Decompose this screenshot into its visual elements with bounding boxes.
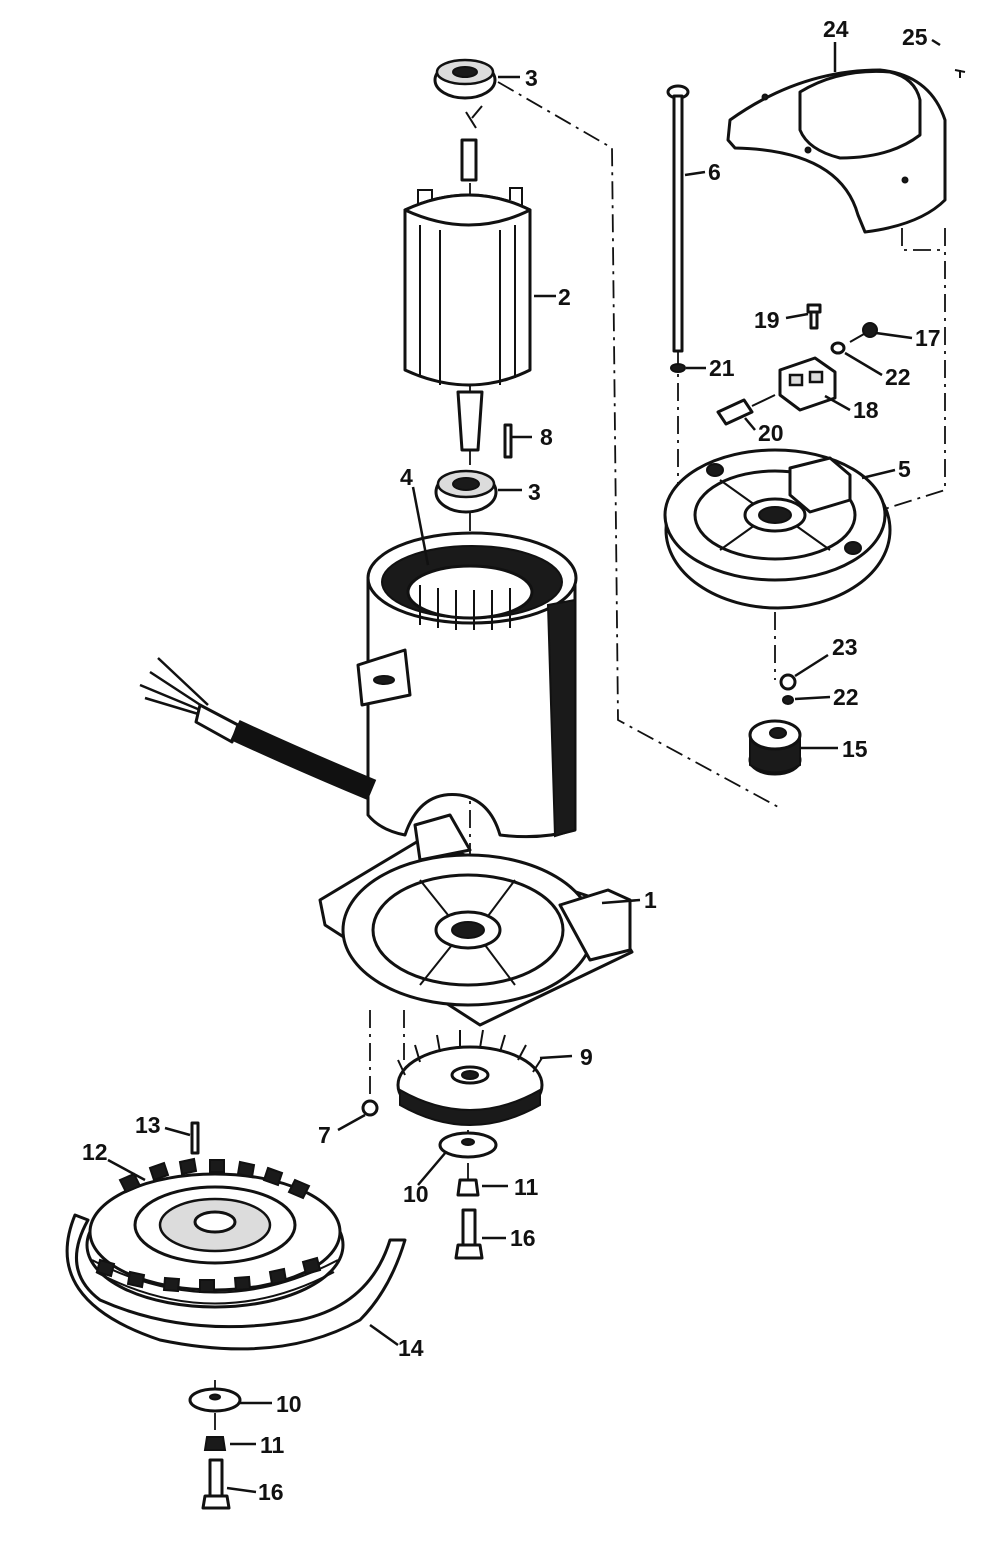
callout-15: 15 [842,736,868,762]
callout-20: 20 [758,420,784,446]
callout-18: 18 [853,397,879,423]
callout-2: 2 [558,284,571,310]
callout-7: 7 [318,1122,331,1148]
callout-1: 1 [644,887,657,913]
shroud [65,1213,407,1351]
callout-23: 23 [832,634,858,660]
callout-22-lower: 22 [833,684,859,710]
callout-24: 24 [823,16,849,42]
screw-19 [806,303,822,330]
nut-23 [779,673,797,705]
field-ring [85,1157,345,1309]
callout-10-upper: 10 [403,1181,429,1207]
fastener-stack-lower [188,1387,242,1510]
screw-17 [830,322,878,355]
nut-7 [361,1099,379,1117]
brush-holder [778,356,837,412]
key-13 [190,1121,200,1155]
end-bell-base [318,813,634,1027]
callout-14: 14 [398,1335,424,1361]
leader-lines [107,38,941,1494]
callout-10-lower: 10 [276,1391,302,1417]
lead-wires [139,657,377,801]
callout-3-lower: 3 [528,479,541,505]
rotor [403,105,532,459]
bearing-upper [433,58,497,100]
through-bolt [666,84,690,373]
callout-8: 8 [540,424,553,450]
end-bell-brush [663,448,892,610]
commutator [748,719,802,776]
callout-13: 13 [135,1112,161,1138]
callout-22-upper: 22 [885,364,911,390]
callout-12: 12 [82,1139,108,1165]
callout-3-upper: 3 [525,65,538,91]
callout-11-lower: 11 [260,1432,285,1458]
fan [396,1029,544,1126]
callout-19: 19 [754,307,780,333]
brush [716,394,776,426]
callout-21: 21 [709,355,735,381]
callout-17: 17 [915,325,941,351]
callout-4: 4 [400,464,413,490]
bearing-lower [434,469,498,514]
callout-9: 9 [580,1044,593,1070]
screw-25 [954,69,966,78]
stator-housing [356,531,578,839]
callouts: 1 2 3 3 4 5 6 7 8 9 10 10 11 11 12 13 14… [82,16,941,1505]
fastener-stack-upper [438,1131,498,1260]
callout-16-upper: 16 [510,1225,536,1251]
callout-16-lower: 16 [258,1479,284,1505]
callout-5: 5 [898,456,911,482]
callout-25: 25 [902,24,928,50]
callout-11-upper: 11 [514,1174,539,1200]
callout-6: 6 [708,159,721,185]
end-cover [726,68,947,234]
